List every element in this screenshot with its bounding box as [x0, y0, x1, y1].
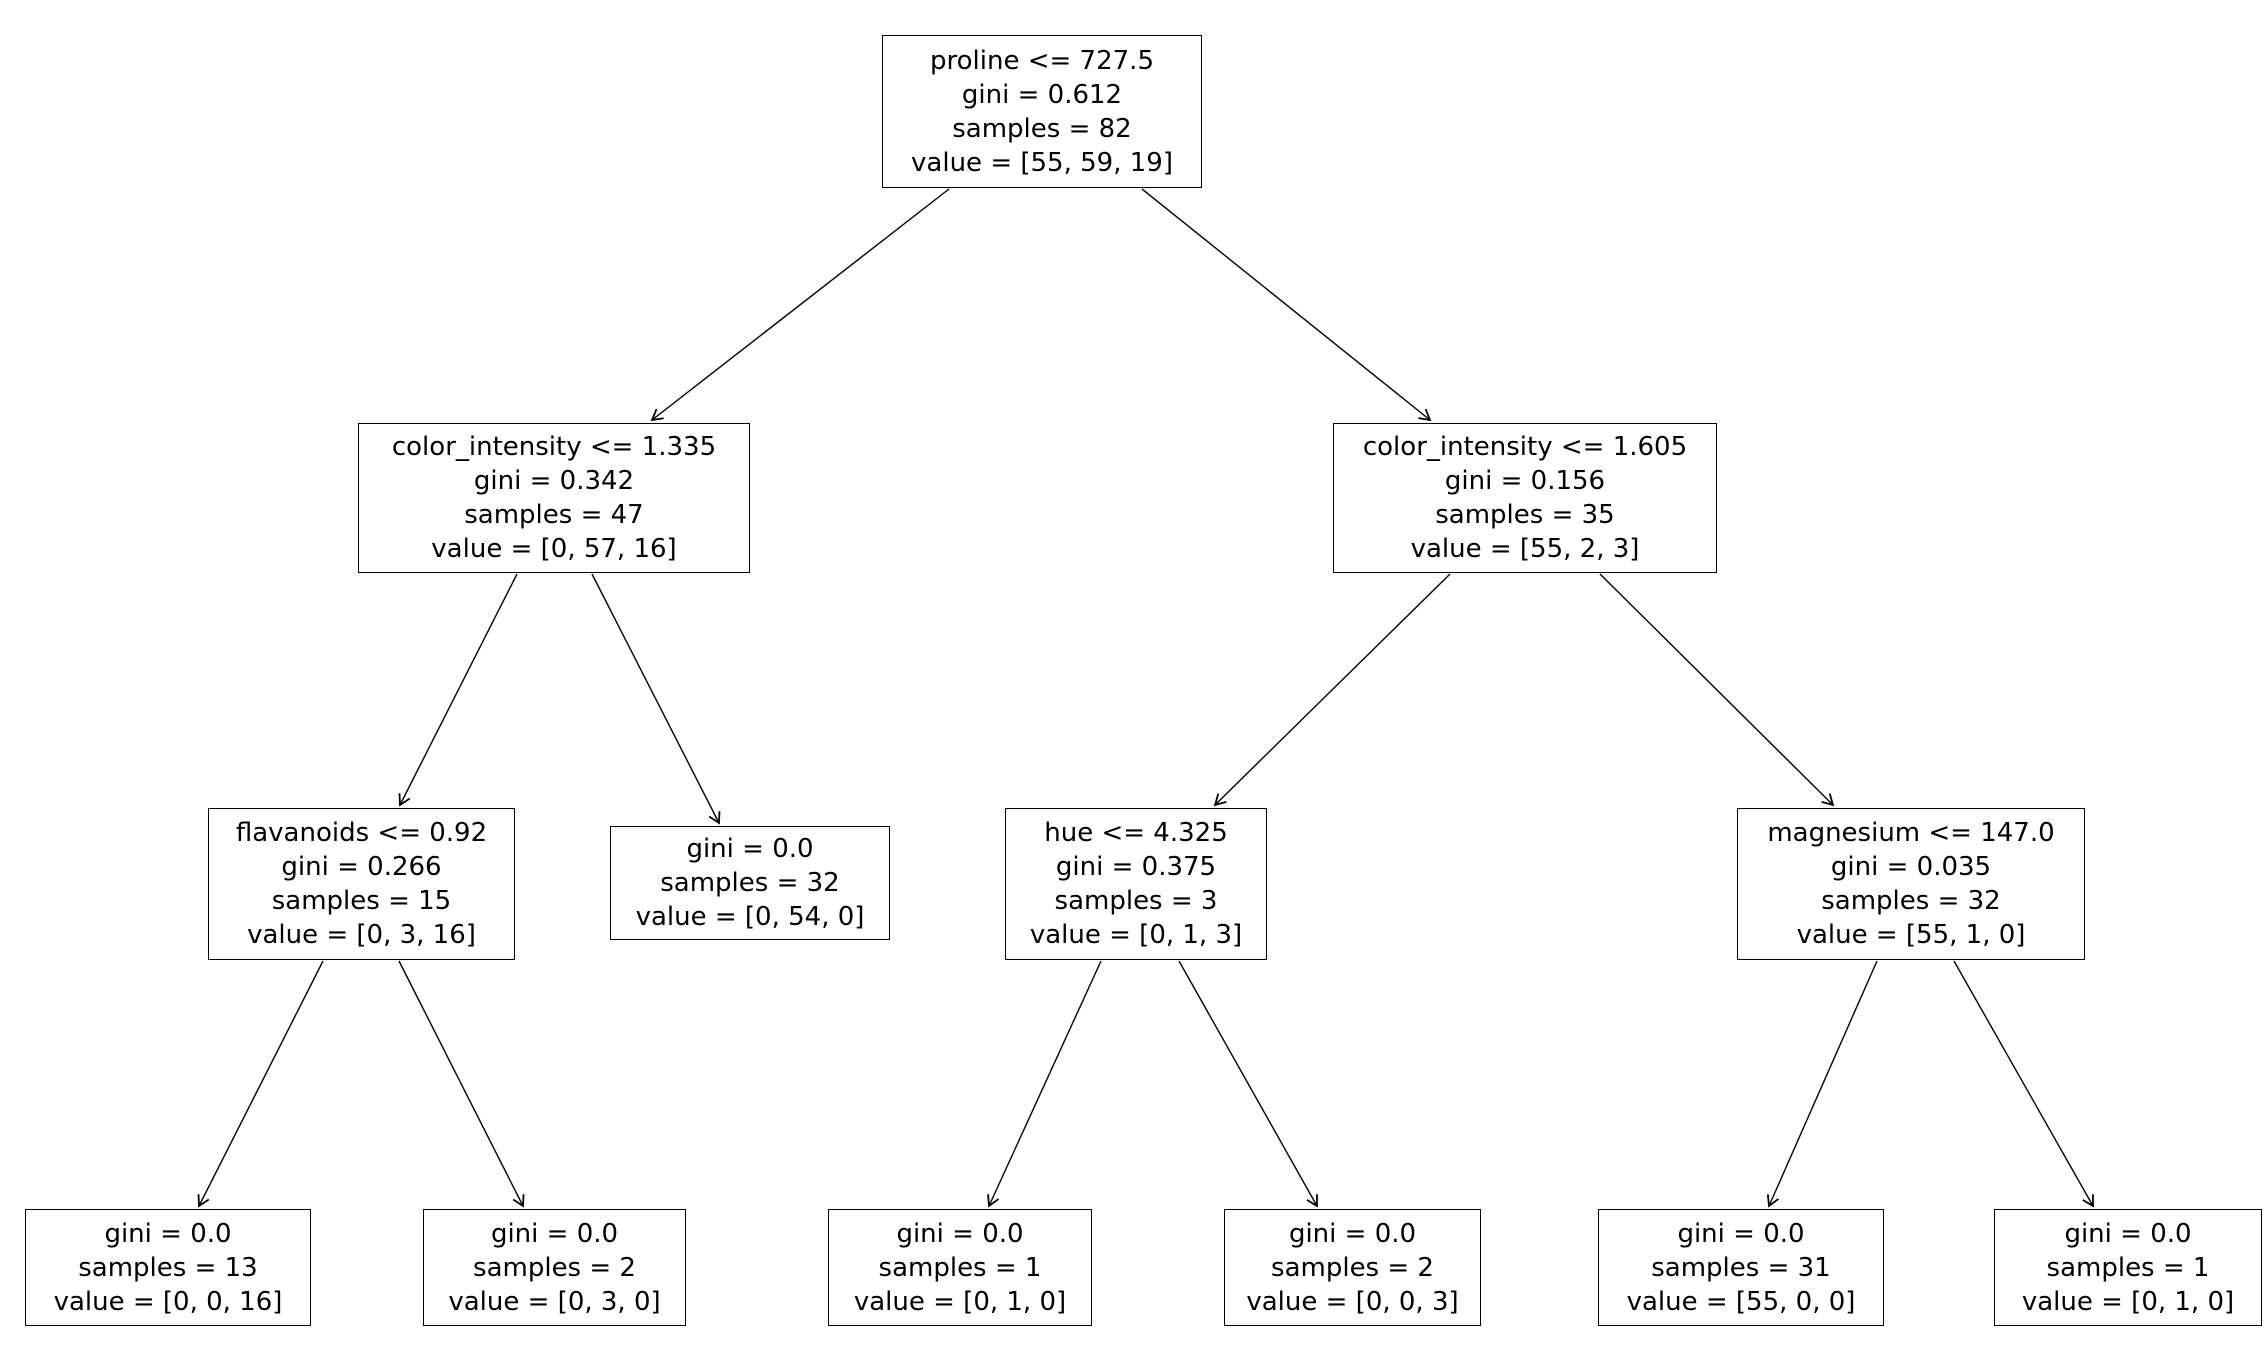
- tree-edge: [1599, 573, 1835, 807]
- node-gini: gini = 0.266: [281, 852, 442, 882]
- node-gini: gini = 0.035: [1830, 852, 1992, 882]
- node-value: value = [55, 0, 0]: [1626, 1286, 1856, 1317]
- node-value: value = [0, 54, 0]: [635, 902, 865, 932]
- node-samples: samples = 35: [1435, 500, 1615, 530]
- node-value: value = [0, 1, 0]: [2021, 1286, 2235, 1317]
- tree-edge: [1953, 960, 2094, 1208]
- tree-leaf: gini = 0.0 samples = 2 value = [0, 3, 0]: [423, 1209, 686, 1326]
- tree-node-left: color_intensity <= 1.335 gini = 0.342 sa…: [358, 423, 750, 573]
- node-samples: samples = 2: [1271, 1252, 1434, 1283]
- tree-edge: [398, 960, 525, 1208]
- node-value: value = [55, 1, 0]: [1796, 920, 2026, 950]
- tree-edge: [1213, 573, 1451, 807]
- tree-node-left-left: flavanoids <= 0.92 gini = 0.266 samples …: [208, 808, 515, 960]
- node-samples: samples = 13: [78, 1252, 258, 1283]
- node-condition: proline <= 727.5: [930, 45, 1154, 76]
- node-condition: flavanoids <= 0.92: [235, 818, 488, 848]
- tree-edge: [1766, 960, 1878, 1208]
- tree-edge: [591, 573, 721, 825]
- tree-node-right-left: hue <= 4.325 gini = 0.375 samples = 3 va…: [1005, 808, 1267, 960]
- node-samples: samples = 31: [1651, 1252, 1831, 1283]
- node-value: value = [0, 3, 16]: [247, 920, 476, 950]
- tree-leaf: gini = 0.0 samples = 1 value = [0, 1, 0]: [1994, 1209, 2262, 1326]
- tree-node-right: color_intensity <= 1.605 gini = 0.156 sa…: [1333, 423, 1717, 573]
- node-samples: samples = 1: [878, 1252, 1042, 1283]
- node-condition: magnesium <= 147.0: [1767, 818, 2055, 848]
- node-condition: color_intensity <= 1.605: [1362, 432, 1688, 462]
- tree-leaf-left-right: gini = 0.0 samples = 32 value = [0, 54, …: [610, 826, 890, 940]
- node-samples: samples = 3: [1054, 886, 1218, 916]
- node-value: value = [0, 1, 3]: [1029, 920, 1243, 950]
- tree-edge: [987, 960, 1102, 1208]
- node-gini: gini = 0.156: [1444, 466, 1606, 496]
- node-gini: gini = 0.0: [490, 1218, 619, 1249]
- node-condition: color_intensity <= 1.335: [391, 432, 717, 462]
- node-gini: gini = 0.612: [961, 79, 1123, 110]
- tree-leaf: gini = 0.0 samples = 1 value = [0, 1, 0]: [828, 1209, 1092, 1326]
- node-value: value = [0, 57, 16]: [431, 534, 677, 564]
- tree-edge: [1178, 960, 1318, 1208]
- node-gini: gini = 0.0: [104, 1218, 232, 1249]
- node-value: value = [0, 1, 0]: [853, 1286, 1067, 1317]
- node-gini: gini = 0.342: [473, 466, 635, 496]
- node-samples: samples = 1: [2046, 1252, 2210, 1283]
- tree-edge: [398, 573, 518, 807]
- node-gini: gini = 0.0: [896, 1218, 1024, 1249]
- node-value: value = [0, 0, 3]: [1246, 1286, 1459, 1317]
- node-value: value = [55, 59, 19]: [911, 147, 1173, 178]
- tree-leaf: gini = 0.0 samples = 2 value = [0, 0, 3]: [1224, 1209, 1481, 1326]
- node-samples: samples = 82: [952, 113, 1132, 144]
- node-samples: samples = 15: [271, 886, 452, 916]
- node-value: value = [0, 3, 0]: [448, 1286, 661, 1317]
- node-condition: hue <= 4.325: [1044, 818, 1228, 848]
- tree-edge: [650, 188, 950, 422]
- tree-node-right-right: magnesium <= 147.0 gini = 0.035 samples …: [1737, 808, 2085, 960]
- tree-edge: [1141, 188, 1432, 422]
- tree-node-root: proline <= 727.5 gini = 0.612 samples = …: [882, 35, 1202, 188]
- tree-edge: [197, 960, 324, 1208]
- tree-leaf: gini = 0.0 samples = 31 value = [55, 0, …: [1598, 1209, 1884, 1326]
- node-samples: samples = 32: [1821, 886, 2001, 916]
- node-samples: samples = 47: [464, 500, 644, 530]
- node-gini: gini = 0.0: [1677, 1218, 1805, 1249]
- tree-leaf: gini = 0.0 samples = 13 value = [0, 0, 1…: [25, 1209, 311, 1326]
- node-gini: gini = 0.0: [686, 834, 814, 864]
- node-value: value = [0, 0, 16]: [53, 1286, 283, 1317]
- node-gini: gini = 0.0: [2064, 1218, 2192, 1249]
- node-gini: gini = 0.375: [1055, 852, 1217, 882]
- node-value: value = [55, 2, 3]: [1410, 534, 1640, 564]
- node-gini: gini = 0.0: [1288, 1218, 1417, 1249]
- node-samples: samples = 2: [473, 1252, 636, 1283]
- node-samples: samples = 32: [660, 868, 840, 898]
